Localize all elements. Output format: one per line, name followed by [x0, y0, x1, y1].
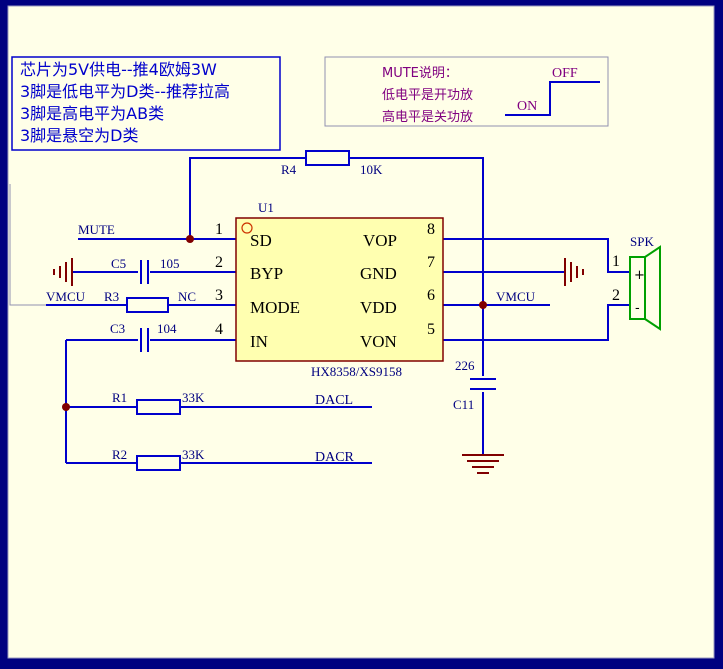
- pin-name: IN: [250, 332, 268, 351]
- component-value: 33K: [182, 447, 205, 462]
- junction-dot: [62, 403, 70, 411]
- pin-number: 1: [215, 221, 223, 238]
- pin-number: 8: [427, 221, 435, 238]
- net-label-vmcu-right: VMCU: [496, 289, 536, 304]
- pin-name: VDD: [360, 298, 397, 317]
- chip-u1[interactable]: U1 HX8358/XS9158 1 SD 2 BYP 3 MODE 4 IN …: [215, 200, 444, 379]
- component-ref: SPK: [630, 234, 654, 249]
- component-value: 10K: [360, 162, 383, 177]
- pin-name: VON: [360, 332, 397, 351]
- resistor-r3[interactable]: VMCU R3 NC: [46, 289, 196, 313]
- ground-icon: [53, 258, 73, 286]
- component-ref: R4: [281, 162, 297, 177]
- resistor-r4[interactable]: R4 10K: [281, 150, 383, 177]
- component-value: NC: [178, 289, 196, 304]
- speaker-plus: +: [634, 268, 645, 283]
- pin-number: 6: [427, 287, 435, 304]
- chip-ref: U1: [258, 200, 274, 215]
- component-ref: C3: [110, 321, 125, 336]
- pin-number: 3: [215, 287, 223, 304]
- pin-name: GND: [360, 264, 397, 283]
- note-line: 3脚是悬空为D类: [20, 126, 139, 145]
- note-line: 3脚是高电平为AB类: [20, 104, 164, 123]
- net-label-dacl: DACL: [315, 393, 353, 408]
- mute-waveform: [505, 81, 600, 116]
- speaker-icon: [629, 256, 646, 320]
- mute-low-label: 低电平是开功放: [382, 88, 473, 103]
- ground-icon: [564, 258, 584, 286]
- component-value: 226: [455, 358, 475, 373]
- pin-name: VOP: [363, 231, 397, 250]
- ground-icon: [462, 454, 504, 474]
- component-ref: R1: [112, 390, 127, 405]
- pin1-marker: [241, 222, 253, 234]
- pin-number: 4: [215, 321, 223, 338]
- note-line: 芯片为5V供电--推4欧姆3W: [20, 60, 217, 79]
- capacitor-c5[interactable]: C5 105: [111, 256, 180, 284]
- component-value: 105: [160, 256, 180, 271]
- mute-off-label: OFF: [552, 66, 578, 81]
- component-value: 33K: [182, 390, 205, 405]
- capacitor-c3[interactable]: C3 104: [110, 321, 177, 352]
- net-label-dacr: DACR: [315, 450, 355, 465]
- speaker-minus: -: [635, 301, 640, 316]
- pin-name: SD: [250, 231, 272, 250]
- component-value: 104: [157, 321, 177, 336]
- component-ref: C11: [453, 397, 474, 412]
- resistor-r1[interactable]: R1 33K DACL: [112, 390, 353, 415]
- mute-high-label: 高电平是关功放: [382, 109, 473, 125]
- net-label-mute: MUTE: [78, 222, 115, 237]
- component-ref: R2: [112, 447, 127, 462]
- pin-name: BYP: [250, 264, 283, 283]
- speaker-spk[interactable]: SPK + - 1 2: [612, 234, 661, 331]
- mute-box: MUTE说明： 低电平是开功放 高电平是关功放 OFF ON: [324, 56, 609, 127]
- notes-box: 芯片为5V供电--推4欧姆3W 3脚是低电平为D类--推荐拉高 3脚是高电平为A…: [11, 56, 281, 151]
- wires: [46, 157, 630, 464]
- pin-name: MODE: [250, 298, 300, 317]
- junction-dot: [479, 301, 487, 309]
- chip-part-number: HX8358/XS9158: [311, 364, 402, 379]
- net-label-vmcu: VMCU: [46, 289, 86, 304]
- junction-dot: [186, 235, 194, 243]
- pin-number: 2: [612, 287, 620, 304]
- pin-number: 7: [427, 254, 435, 271]
- note-line: 3脚是低电平为D类--推荐拉高: [20, 82, 230, 101]
- chip-body: [235, 217, 444, 362]
- capacitor-c11[interactable]: 226 C11: [453, 358, 496, 412]
- frame-line: [9, 184, 46, 306]
- component-ref: C5: [111, 256, 126, 271]
- resistor-r2[interactable]: R2 33K DACR: [112, 447, 355, 471]
- pin-number: 5: [427, 321, 435, 338]
- pin-number: 1: [612, 253, 620, 270]
- mute-on-label: ON: [517, 99, 537, 114]
- pin-number: 2: [215, 254, 223, 271]
- mute-title: MUTE说明：: [382, 66, 458, 81]
- component-ref: R3: [104, 289, 119, 304]
